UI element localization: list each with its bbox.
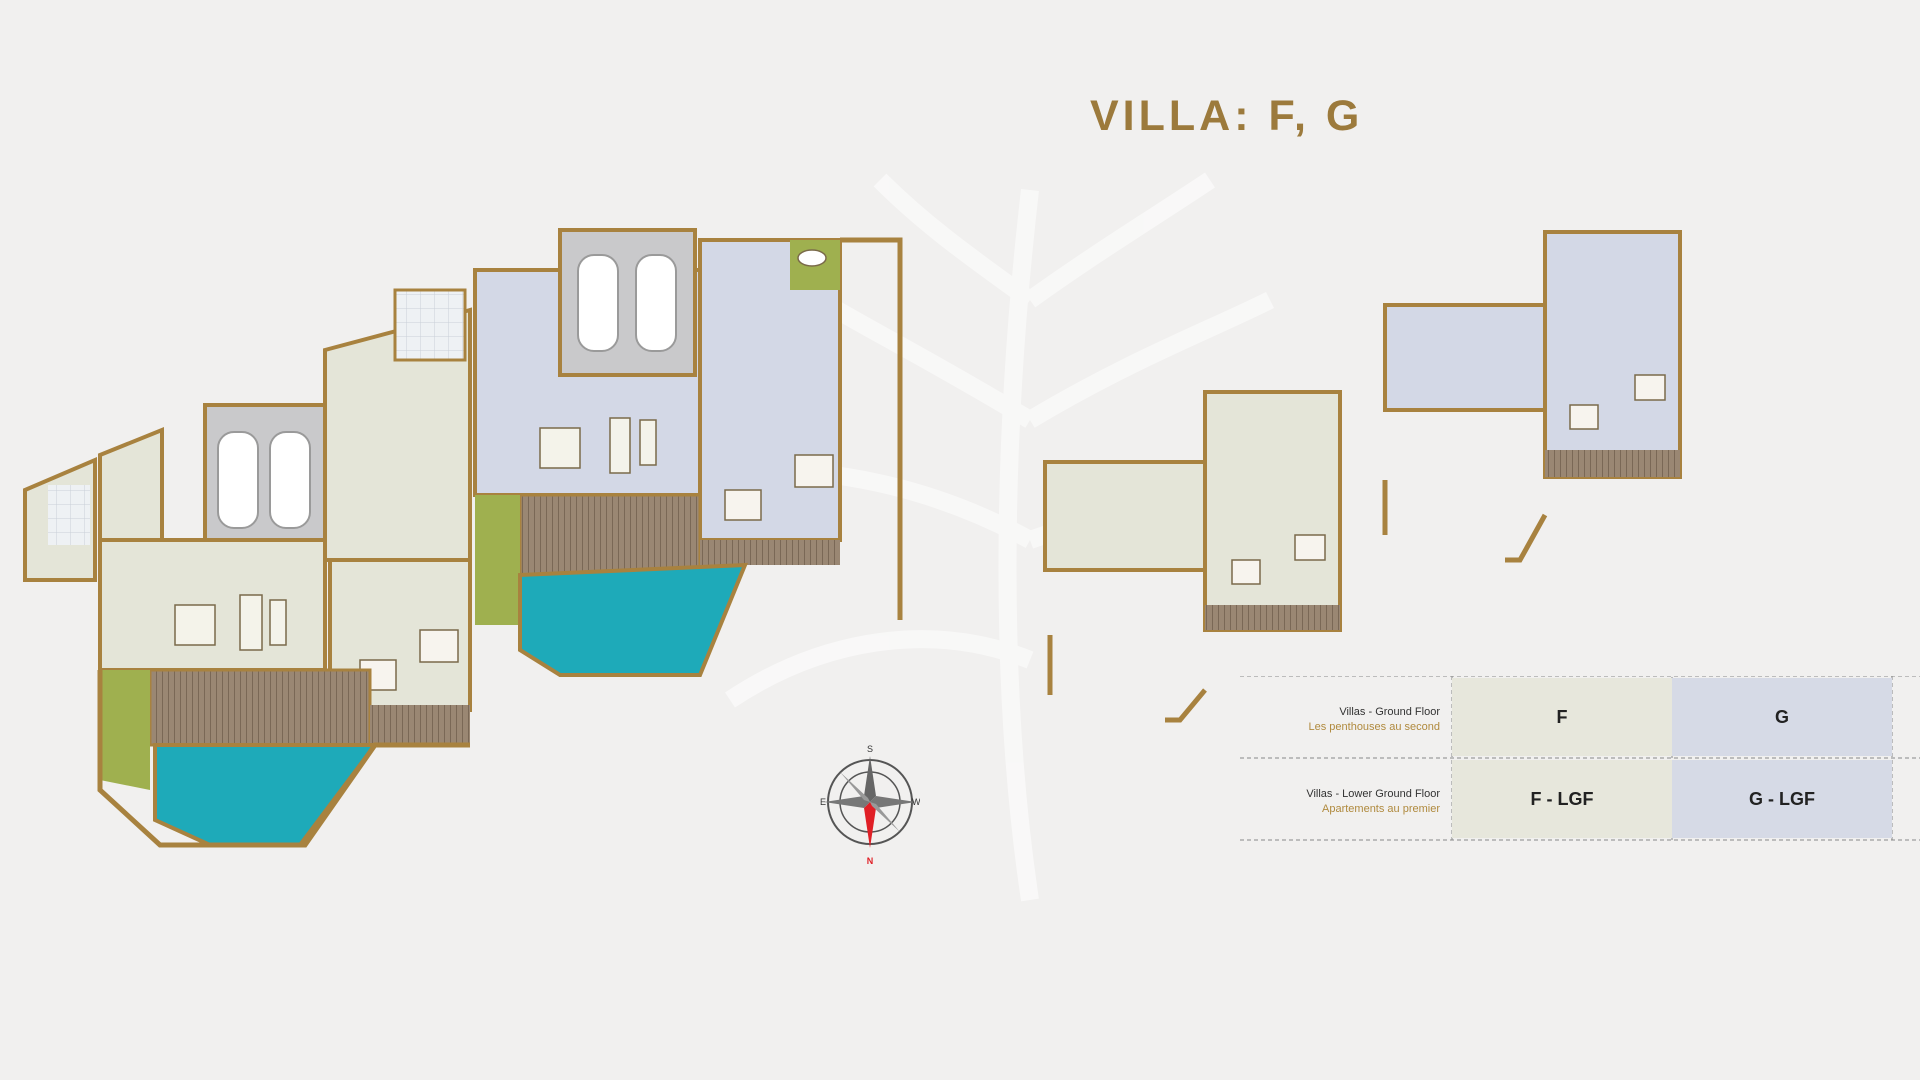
bed-icon bbox=[1569, 374, 1666, 430]
legend-row-ground-floor: Villas - Ground Floor Les penthouses au … bbox=[1240, 676, 1920, 756]
legend-cell-f-lgf: F - LGF bbox=[1452, 760, 1672, 838]
legend-row-lower-ground-floor: Villas - Lower Ground Floor Apartements … bbox=[1240, 758, 1920, 838]
legend-row-label: Villas - Ground Floor Les penthouses au … bbox=[1180, 706, 1441, 733]
page-title: VILLA: F, G bbox=[1090, 92, 1364, 140]
compass-west-label: W bbox=[912, 797, 920, 807]
car-icon bbox=[577, 254, 677, 352]
compass-south-label: S bbox=[867, 744, 873, 754]
legend-label-fr: Les penthouses au second bbox=[1308, 721, 1441, 733]
legend-cell-f: F bbox=[1452, 678, 1672, 756]
legend-cell-g-lgf: G - LGF bbox=[1672, 760, 1892, 838]
villa-f-ground-floor-east bbox=[473, 228, 903, 677]
legend-label-fr: Apartements au premier bbox=[1322, 803, 1440, 815]
villa-f-ground-floor bbox=[23, 288, 472, 848]
bed-icon bbox=[1231, 534, 1326, 585]
bed-icon bbox=[724, 454, 834, 521]
dining-table-icon bbox=[174, 604, 216, 646]
car-icon bbox=[217, 431, 311, 529]
sofa-icon bbox=[239, 594, 287, 651]
legend-cell-g: G bbox=[1672, 678, 1892, 756]
sofa-icon bbox=[609, 417, 657, 474]
legend-label-en: Villas - Lower Ground Floor bbox=[1306, 788, 1440, 800]
bathtub-icon bbox=[797, 249, 827, 267]
compass-rose-icon: S N E W bbox=[820, 744, 920, 866]
compass-east-label: E bbox=[820, 797, 826, 807]
legend-row-label: Villas - Lower Ground Floor Apartements … bbox=[1180, 788, 1440, 815]
legend-label-en: Villas - Ground Floor bbox=[1339, 706, 1440, 718]
dining-table-icon bbox=[539, 427, 581, 469]
villa-f-lower-ground-floor bbox=[1043, 390, 1342, 723]
villa-g-lower-ground-floor bbox=[1382, 230, 1682, 563]
compass-north-label: N bbox=[867, 856, 874, 866]
